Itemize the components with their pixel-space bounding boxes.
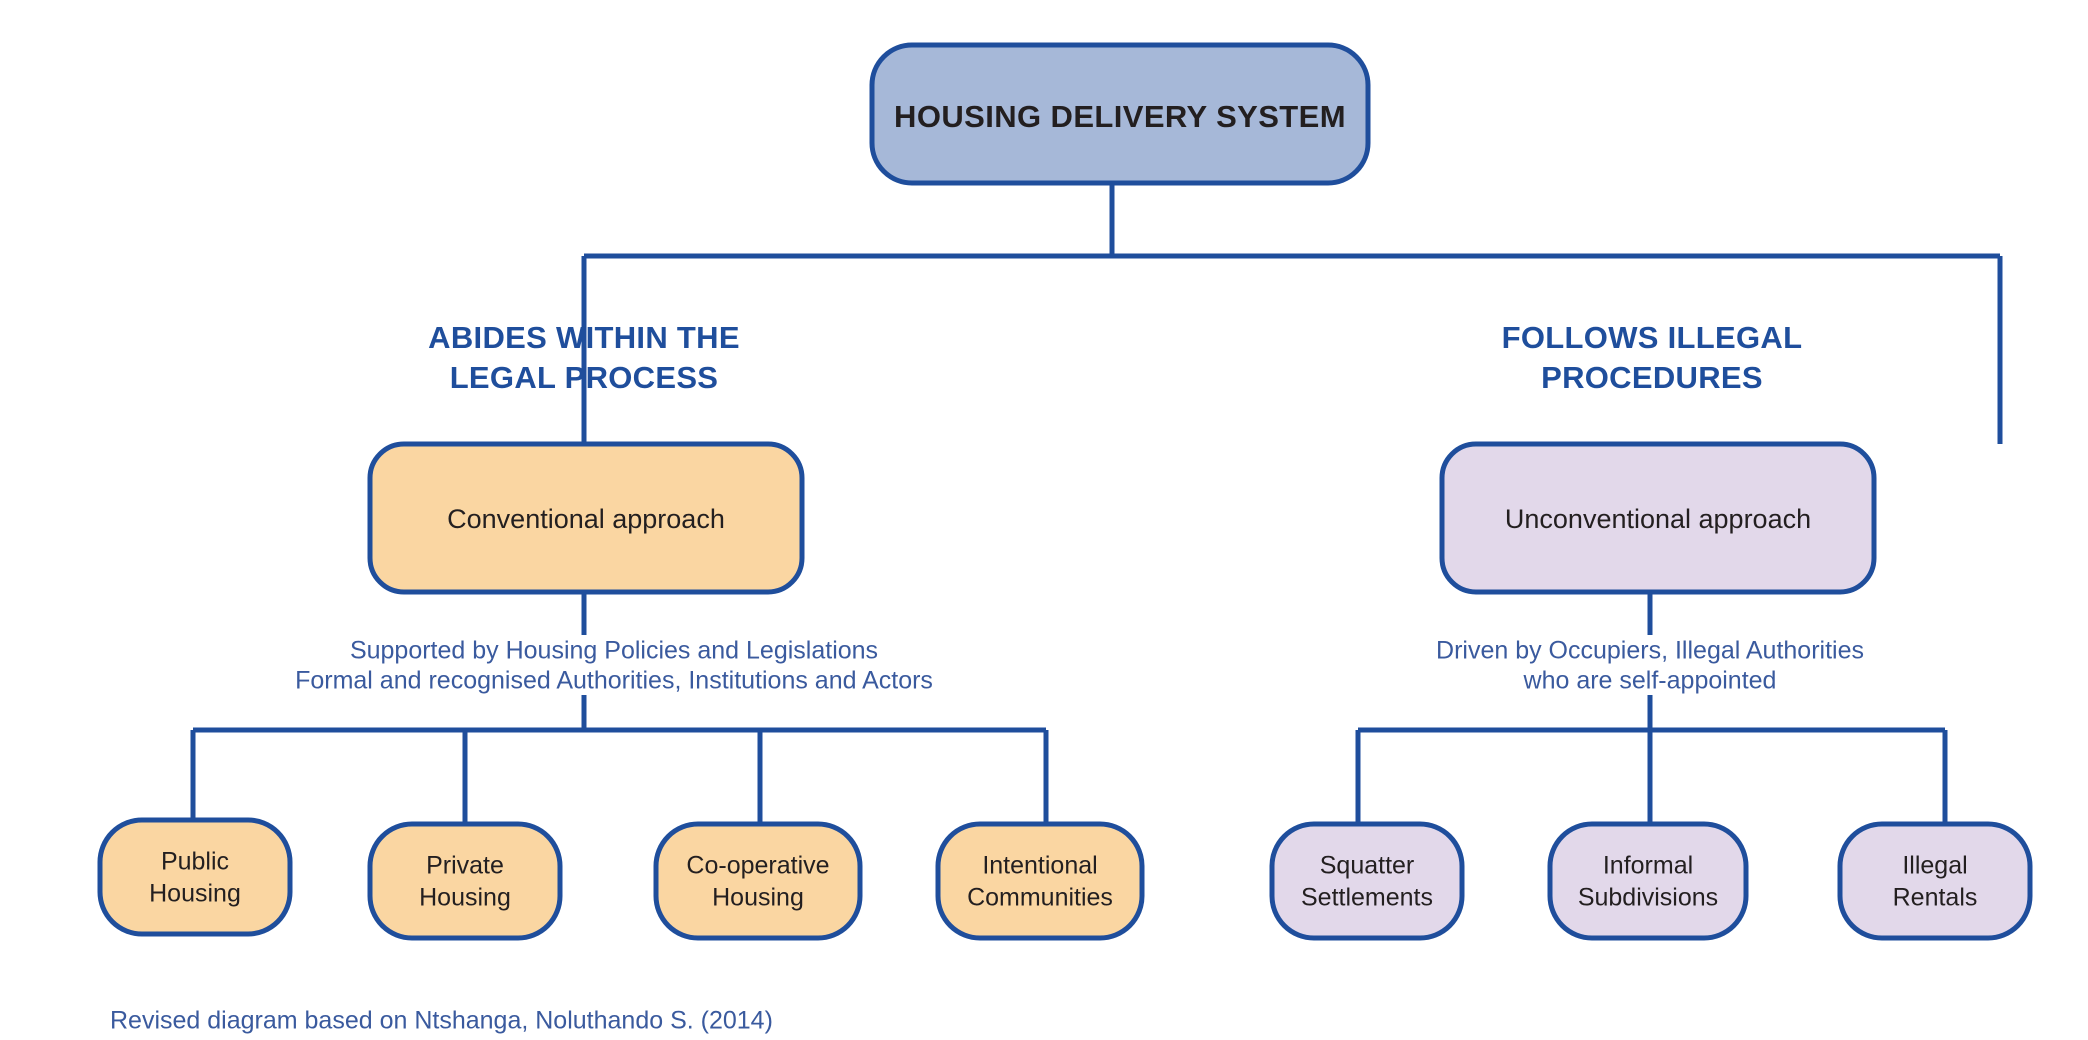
node-public-housing[interactable]: Public Housing — [97, 817, 293, 937]
note-legal-line2: Formal and recognised Authorities, Insti… — [295, 667, 933, 695]
intentional-communities-label-line1: Intentional — [982, 852, 1097, 880]
node-intentional-communities[interactable]: Intentional Communities — [935, 821, 1145, 941]
root-box[interactable] — [869, 42, 1371, 186]
conventional-approach-box[interactable] — [367, 441, 805, 595]
private-housing-box[interactable] — [367, 821, 563, 941]
public-housing-label-line1: Public — [161, 848, 229, 876]
conventional-approach-label: Conventional approach — [447, 504, 725, 534]
cooperative-housing-box[interactable] — [653, 821, 863, 941]
intentional-communities-label-line2: Communities — [967, 884, 1113, 912]
branch-label-legal-line2: LEGAL PROCESS — [450, 360, 719, 395]
private-housing-label-line2: Housing — [419, 884, 511, 912]
node-informal-subdivisions[interactable]: Informal Subdivisions — [1547, 821, 1749, 941]
note-illegal-line1: Driven by Occupiers, Illegal Authorities — [1436, 637, 1864, 665]
illegal-rentals-box[interactable] — [1837, 821, 2033, 941]
branch-label-illegal-line2: PROCEDURES — [1541, 360, 1763, 395]
branch-label-legal-line1: ABIDES WITHIN THE — [428, 320, 740, 355]
node-squatter-settlements[interactable]: Squatter Settlements — [1269, 821, 1465, 941]
diagram-caption: Revised diagram based on Ntshanga, Nolut… — [110, 1007, 773, 1035]
squatter-settlements-label-line1: Squatter — [1320, 852, 1415, 880]
node-housing-delivery-system[interactable]: HOUSING DELIVERY SYSTEM — [869, 42, 1371, 186]
squatter-settlements-label-line2: Settlements — [1301, 884, 1433, 912]
note-legal: Supported by Housing Policies and Legisl… — [295, 637, 933, 695]
illegal-rentals-label-line2: Rentals — [1893, 884, 1978, 912]
cooperative-housing-label-line2: Housing — [712, 884, 804, 912]
node-cooperative-housing[interactable]: Co-operative Housing — [653, 821, 863, 941]
node-private-housing[interactable]: Private Housing — [367, 821, 563, 941]
intentional-communities-box[interactable] — [935, 821, 1145, 941]
connector-layer — [190, 183, 2003, 824]
branch-label-illegal: FOLLOWS ILLEGAL PROCEDURES — [1502, 320, 1803, 395]
informal-subdivisions-label-line1: Informal — [1603, 852, 1693, 880]
node-illegal-rentals[interactable]: Illegal Rentals — [1837, 821, 2033, 941]
note-illegal-line2: who are self-appointed — [1523, 667, 1777, 695]
public-housing-label-line2: Housing — [149, 880, 241, 908]
branch-label-illegal-line1: FOLLOWS ILLEGAL — [1502, 320, 1803, 355]
unconventional-approach-label: Unconventional approach — [1505, 504, 1811, 534]
note-illegal: Driven by Occupiers, Illegal Authorities… — [1436, 637, 1864, 695]
private-housing-label-line1: Private — [426, 852, 504, 880]
node-unconventional-approach[interactable]: Unconventional approach — [1439, 441, 1877, 595]
unconventional-approach-box[interactable] — [1439, 441, 1877, 595]
root-label: HOUSING DELIVERY SYSTEM — [894, 99, 1346, 134]
squatter-settlements-box[interactable] — [1269, 821, 1465, 941]
branch-label-legal: ABIDES WITHIN THE LEGAL PROCESS — [428, 320, 740, 395]
informal-subdivisions-label-line2: Subdivisions — [1578, 884, 1718, 912]
illegal-rentals-label-line1: Illegal — [1902, 852, 1967, 880]
cooperative-housing-label-line1: Co-operative — [686, 852, 829, 880]
public-housing-box[interactable] — [97, 817, 293, 937]
informal-subdivisions-box[interactable] — [1547, 821, 1749, 941]
node-conventional-approach[interactable]: Conventional approach — [367, 441, 805, 595]
note-legal-line1: Supported by Housing Policies and Legisl… — [350, 637, 878, 665]
